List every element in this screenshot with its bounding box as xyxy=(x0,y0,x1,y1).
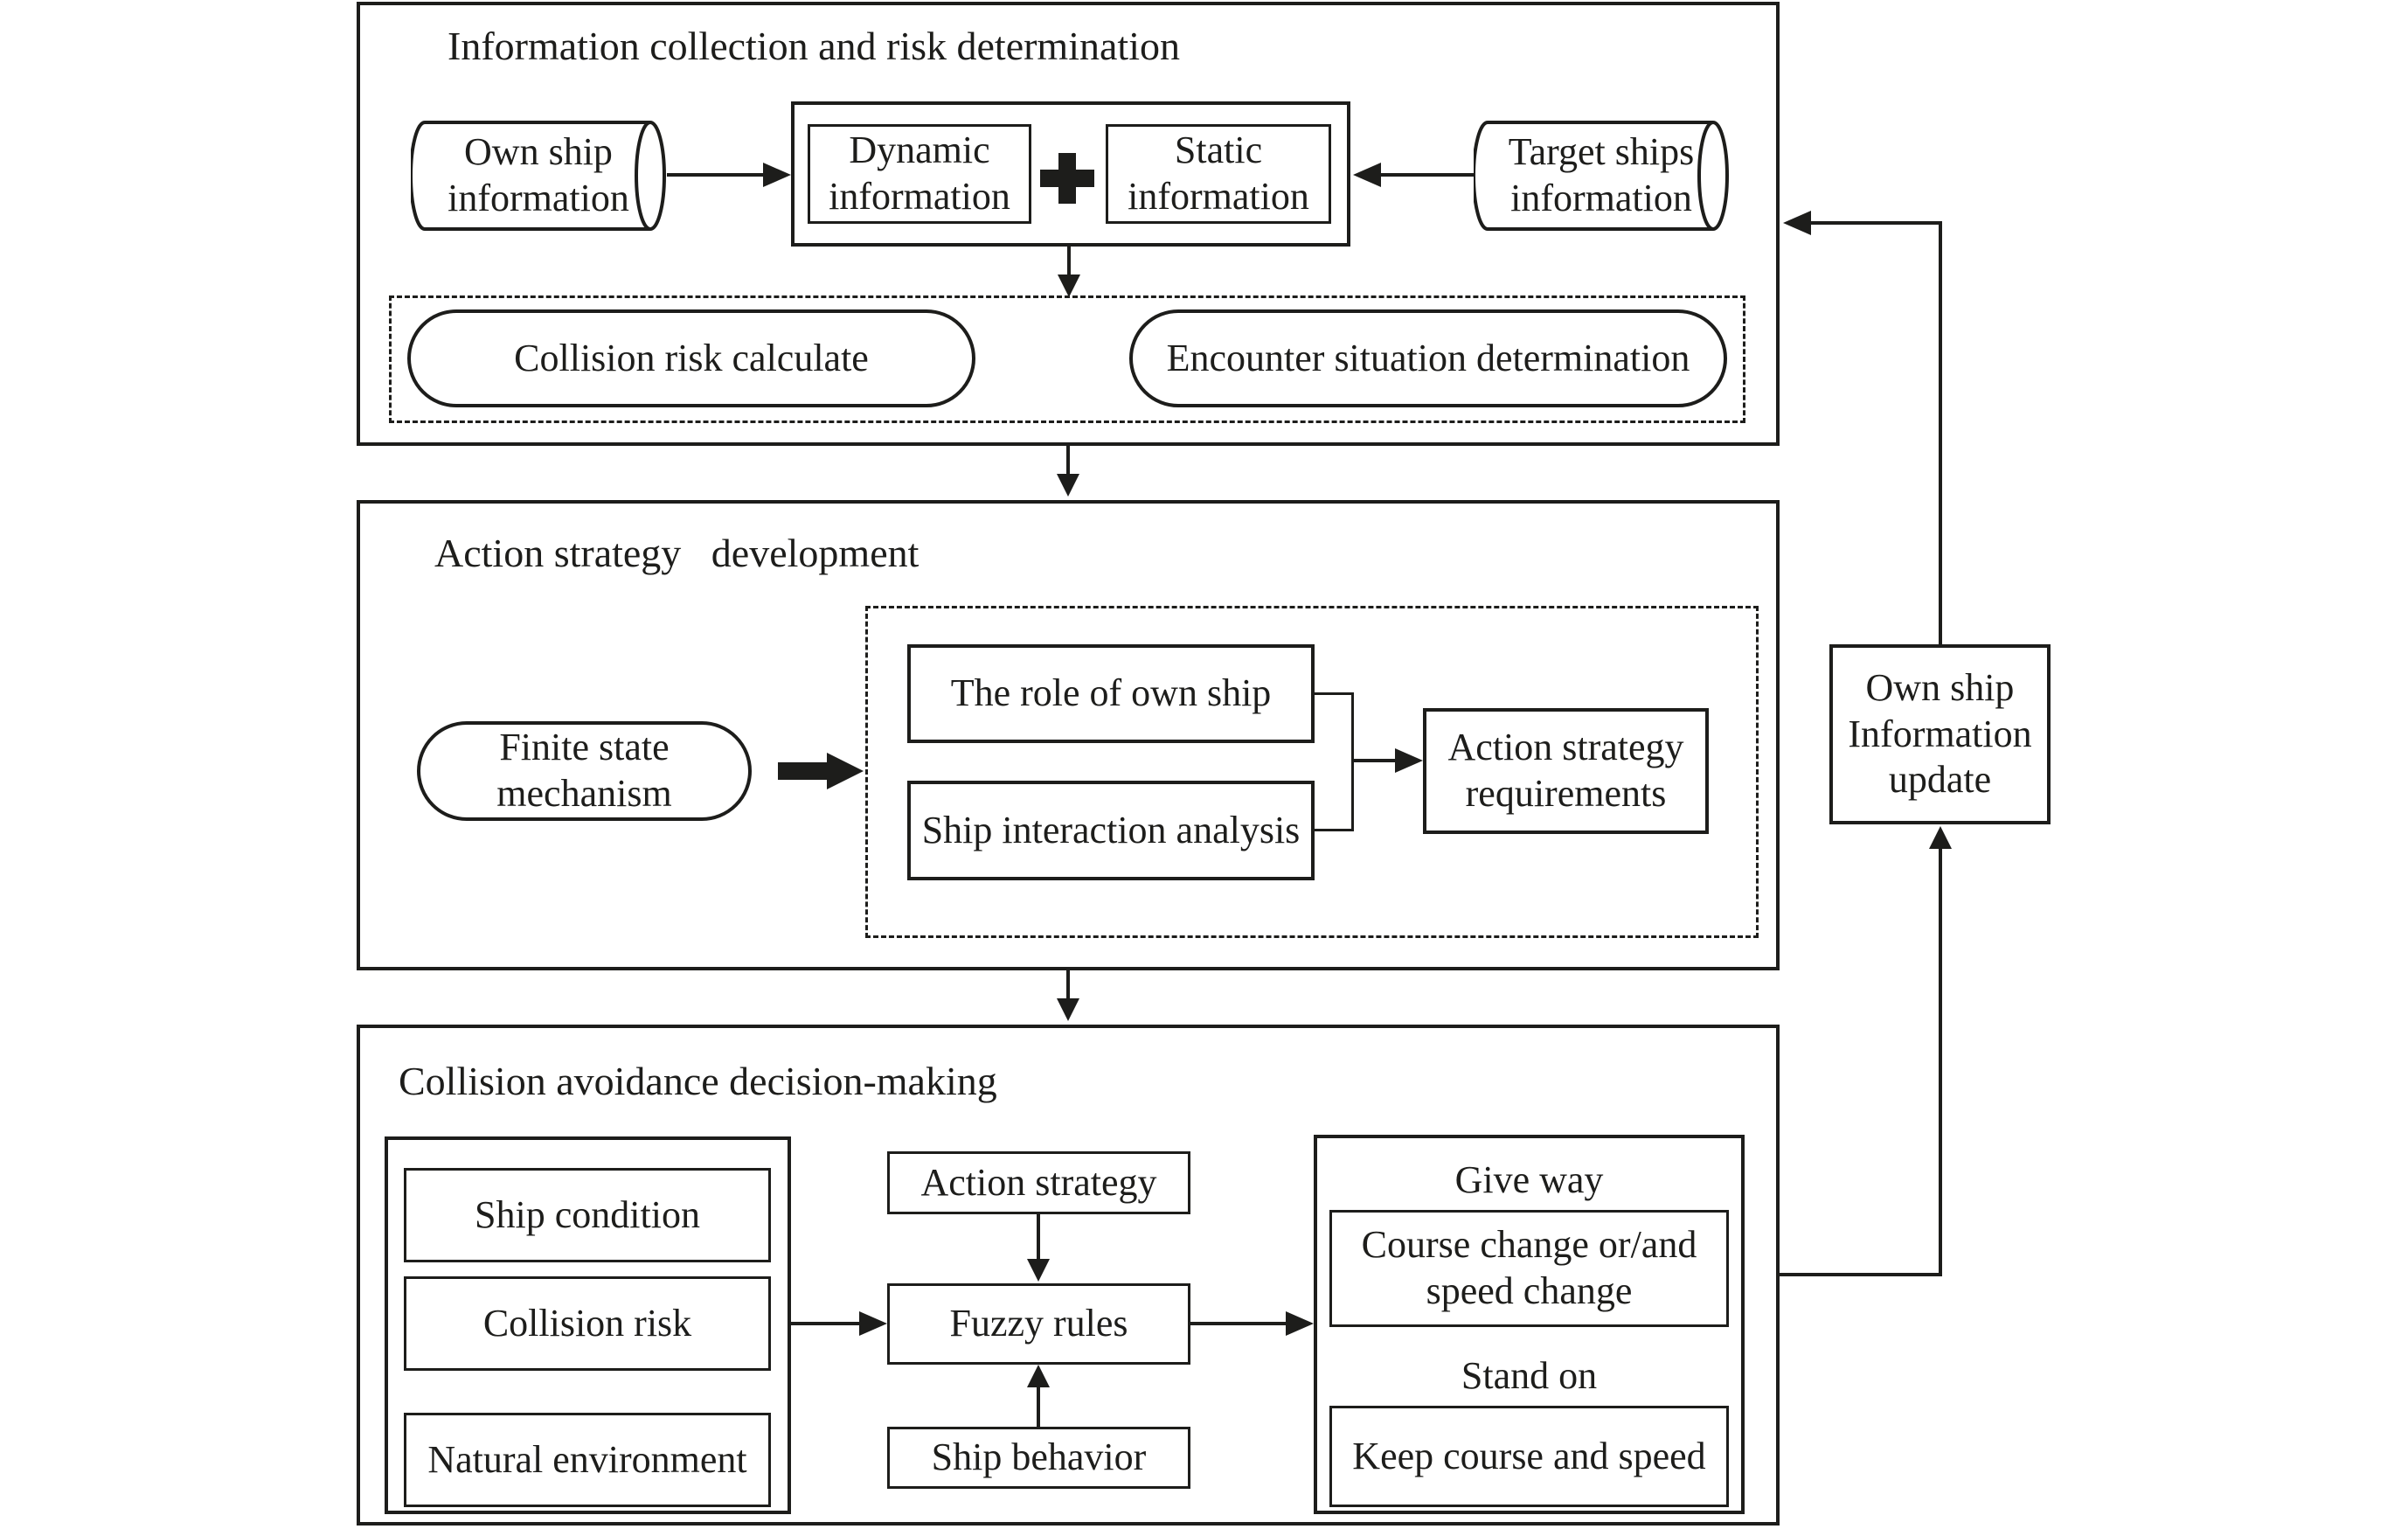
arrow-action-strategy-to-fuzzy xyxy=(1037,1214,1040,1263)
dynamic-information-box: Dynamic information xyxy=(808,124,1031,224)
natural-environment-box: Natural environment xyxy=(404,1413,771,1507)
arrowhead-action-strategy-to-fuzzy xyxy=(1027,1259,1050,1282)
arrowhead-section1-to-section2 xyxy=(1057,474,1079,497)
ship-behavior-box: Ship behavior xyxy=(887,1427,1190,1489)
collision-risk-calculate-node: Collision risk calculate xyxy=(407,309,975,407)
static-information-box: Static information xyxy=(1106,124,1331,224)
feedback-line-top xyxy=(1811,221,1942,225)
stand-on-label: Stand on xyxy=(1461,1354,1598,1397)
feedback-line-up-upper xyxy=(1939,223,1942,644)
keep-course-box: Keep course and speed xyxy=(1329,1406,1729,1507)
arrowhead-fuzzy-to-output xyxy=(1286,1311,1314,1336)
action-strategy-requirements-box: Action strategy requirements xyxy=(1423,708,1709,834)
feedback-line-up-lower xyxy=(1939,849,1942,1276)
arrowhead-combined-to-risk xyxy=(1058,275,1080,297)
own-ship-cylinder-label: Own ship information xyxy=(448,130,629,219)
role-of-own-ship-box: The role of own ship xyxy=(907,644,1315,743)
target-ships-cylinder-label: Target ships information xyxy=(1508,130,1695,219)
collision-risk-box: Collision risk xyxy=(404,1276,771,1371)
give-way-label: Give way xyxy=(1454,1158,1604,1201)
feedback-line-bottom xyxy=(1780,1273,1942,1276)
arrow-target-ships-to-combined xyxy=(1379,173,1474,177)
own-ship-information-update-box: Own ship Information update xyxy=(1829,644,2051,824)
plus-icon xyxy=(1040,153,1094,204)
thick-arrow-body xyxy=(778,762,829,780)
course-change-box: Course change or/and speed change xyxy=(1329,1210,1729,1327)
connector-role-to-bracket xyxy=(1315,692,1354,695)
thick-arrow-head xyxy=(827,753,864,789)
arrow-bracket-to-requirements xyxy=(1351,759,1398,762)
arrowhead-bracket-to-requirements xyxy=(1395,748,1423,773)
arrow-inputs-to-fuzzy xyxy=(791,1322,861,1325)
section2-title: Action strategy development xyxy=(434,531,919,575)
arrowhead-target-ships-to-combined xyxy=(1353,163,1381,187)
fuzzy-rules-box: Fuzzy rules xyxy=(887,1283,1190,1365)
strategy-analysis-dashed-box xyxy=(865,606,1759,938)
ship-interaction-analysis-box: Ship interaction analysis xyxy=(907,781,1315,880)
risk-determination-dashed-box xyxy=(389,295,1745,423)
arrow-own-ship-to-combined xyxy=(667,173,765,177)
cylinder-shape-icon xyxy=(1474,121,1729,231)
arrow-fuzzy-to-output xyxy=(1190,1322,1288,1325)
arrow-section2-to-section3 xyxy=(1066,970,1070,1002)
arrow-combined-to-risk xyxy=(1067,247,1071,278)
section3-title: Collision avoidance decision-making xyxy=(399,1059,997,1103)
target-ships-information-cylinder: Target ships information xyxy=(1474,121,1729,231)
encounter-situation-node: Encounter situation determination xyxy=(1129,309,1727,407)
arrowhead-own-ship-to-combined xyxy=(763,163,791,187)
connector-interaction-to-bracket xyxy=(1315,829,1354,831)
arrowhead-section2-to-section3 xyxy=(1057,998,1079,1021)
own-ship-information-cylinder: Own ship information xyxy=(411,121,666,231)
arrowhead-feedback-to-section1 xyxy=(1783,211,1811,235)
finite-state-mechanism-node: Finite state mechanism xyxy=(417,721,752,821)
action-strategy-box: Action strategy xyxy=(887,1151,1190,1214)
arrowhead-feedback-to-update xyxy=(1929,826,1952,849)
arrow-ship-behavior-to-fuzzy xyxy=(1037,1386,1040,1427)
ship-condition-box: Ship condition xyxy=(404,1168,771,1262)
section1-title: Information collection and risk determin… xyxy=(448,24,1180,68)
cylinder-shape-icon xyxy=(411,121,666,231)
arrow-section1-to-section2 xyxy=(1066,446,1070,477)
arrowhead-inputs-to-fuzzy xyxy=(859,1311,887,1336)
arrowhead-ship-behavior-to-fuzzy xyxy=(1027,1365,1050,1387)
